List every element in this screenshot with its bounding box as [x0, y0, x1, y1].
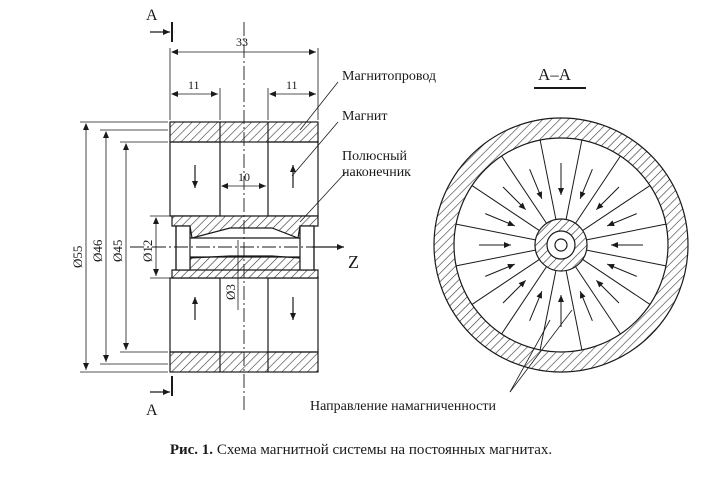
magnetization-arrow: [485, 263, 515, 277]
left-view-labels: A A 33 11 11 10 Ø55 Ø46 Ø45 Ø12 Ø3 Z Маг…: [70, 7, 436, 419]
magnetization-arrow: [607, 213, 637, 227]
magnetization-arrow: [529, 291, 543, 321]
dimension-d46: Ø46: [90, 239, 105, 262]
magnetization-arrows: [479, 163, 643, 327]
segment-line: [565, 139, 583, 220]
segment-line: [455, 249, 536, 267]
magnetization-arrow: [579, 291, 593, 321]
dimension-d45: Ø45: [110, 240, 125, 262]
caption-text: Схема магнитной системы на постоянных ма…: [216, 442, 553, 458]
magnetization-arrow: [596, 186, 620, 210]
section-letter-top: A: [146, 7, 158, 24]
segment-line: [582, 185, 651, 231]
dimension-right-magnet: 11: [286, 78, 298, 92]
segment-line: [471, 185, 540, 231]
magnet-segments: [455, 139, 667, 351]
cross-section: [433, 87, 689, 393]
segment-line: [501, 155, 547, 224]
dimension-d3: Ø3: [223, 284, 238, 300]
segment-line: [471, 259, 540, 305]
segment-line: [575, 155, 621, 224]
label-pole-line1: Полюсный: [342, 149, 407, 164]
segment-line: [565, 270, 583, 351]
magnetization-arrow: [579, 169, 593, 199]
figure-caption: Рис. 1. Схема магнитной системы на посто…: [0, 442, 722, 459]
bore-circle: [554, 238, 568, 252]
segment-line: [539, 270, 557, 351]
dimension-d12: Ø12: [140, 240, 155, 262]
magnetization-arrow: [485, 213, 515, 227]
magnetization-arrow: [502, 280, 526, 304]
label-magnet: Магнит: [342, 109, 388, 124]
pole-piece-upper: [171, 215, 319, 239]
segment-line: [501, 266, 547, 335]
label-yoke: Магнитопровод: [342, 69, 436, 84]
dimension-total-length: 33: [236, 35, 248, 49]
section-title: A–A: [538, 65, 572, 84]
dimension-left-magnet: 11: [188, 78, 200, 92]
segment-line: [575, 266, 621, 335]
caption-number: Рис. 1.: [169, 442, 214, 458]
dimension-d55: Ø55: [70, 246, 85, 268]
axis-z-label: Z: [348, 252, 359, 272]
segment-line: [455, 223, 536, 241]
magnetization-arrow: [502, 186, 526, 210]
segment-line: [586, 249, 667, 267]
section-letter-bottom: A: [146, 402, 158, 419]
segment-line: [582, 259, 651, 305]
label-pole-line2: наконечник: [342, 165, 411, 180]
pole-piece-lower: [171, 255, 319, 279]
magnetization-arrow: [529, 169, 543, 199]
dimension-gap: 10: [238, 170, 250, 184]
segment-line: [539, 139, 557, 220]
magnetization-arrow: [607, 263, 637, 277]
magnetization-arrow: [596, 280, 620, 304]
label-magnetization-direction: Направление намагниченности: [310, 399, 497, 414]
longitudinal-section: [80, 22, 347, 410]
segment-line: [586, 223, 667, 241]
